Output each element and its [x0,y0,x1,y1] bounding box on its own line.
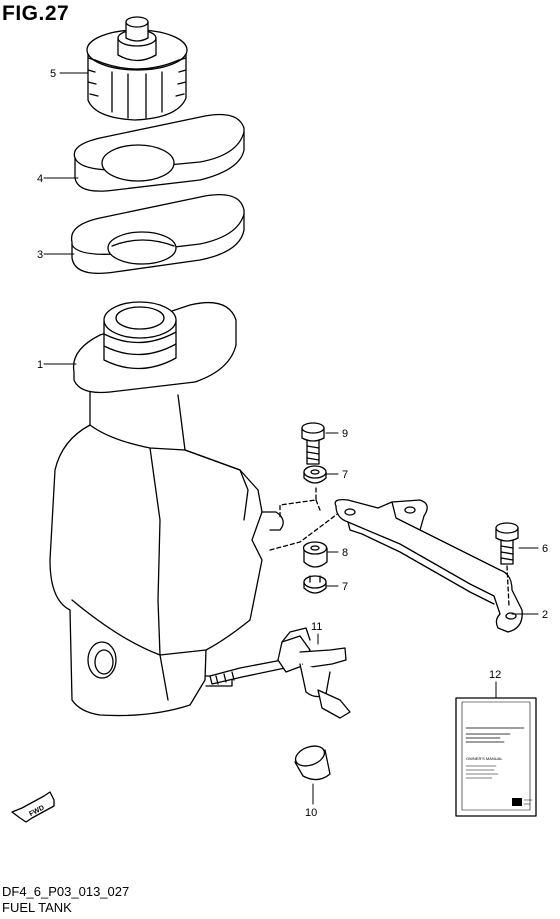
figure-title: FIG.27 [2,2,70,25]
callout-6: 6 [542,543,548,555]
callout-1: 1 [37,359,43,371]
bolt-9 [301,422,325,465]
callout-4: 4 [37,173,43,185]
grommet-7-lower [303,575,327,594]
cushion-8 [302,541,328,568]
drain-cap [294,745,331,781]
cap-gasket [73,113,245,192]
callout-10: 10 [305,807,317,819]
diagram-code: DF4_6_P03_013_027 [2,884,130,899]
owners-manual: OWNER'S MANUAL [455,697,537,817]
manual-cover-label: OWNER'S MANUAL [466,756,503,761]
guide-line [506,565,510,607]
callout-9: 9 [342,428,348,440]
callout-numbers: 5 4 3 1 9 7 8 7 6 2 11 10 12 [37,68,548,819]
forward-arrow-icon: FWD [11,791,55,823]
bolt-6 [495,522,519,565]
callout-leaders [43,72,539,805]
fuel-tank [49,301,284,717]
callout-8: 8 [342,547,348,559]
callout-7-lower: 7 [342,581,348,593]
grommet-7-upper [303,465,327,484]
fuel-cap [86,16,188,121]
callout-7-upper: 7 [342,469,348,481]
tank-plate [70,193,245,275]
tank-bracket [334,498,523,633]
callout-11: 11 [311,621,322,633]
diagram-name: FUEL TANK [2,900,72,915]
callout-3: 3 [37,249,43,261]
callout-5: 5 [50,68,56,80]
guide-line [269,511,341,551]
callout-12: 12 [489,669,501,681]
fuel-cock [209,627,351,719]
callout-2: 2 [542,609,548,621]
guide-line [279,487,321,519]
